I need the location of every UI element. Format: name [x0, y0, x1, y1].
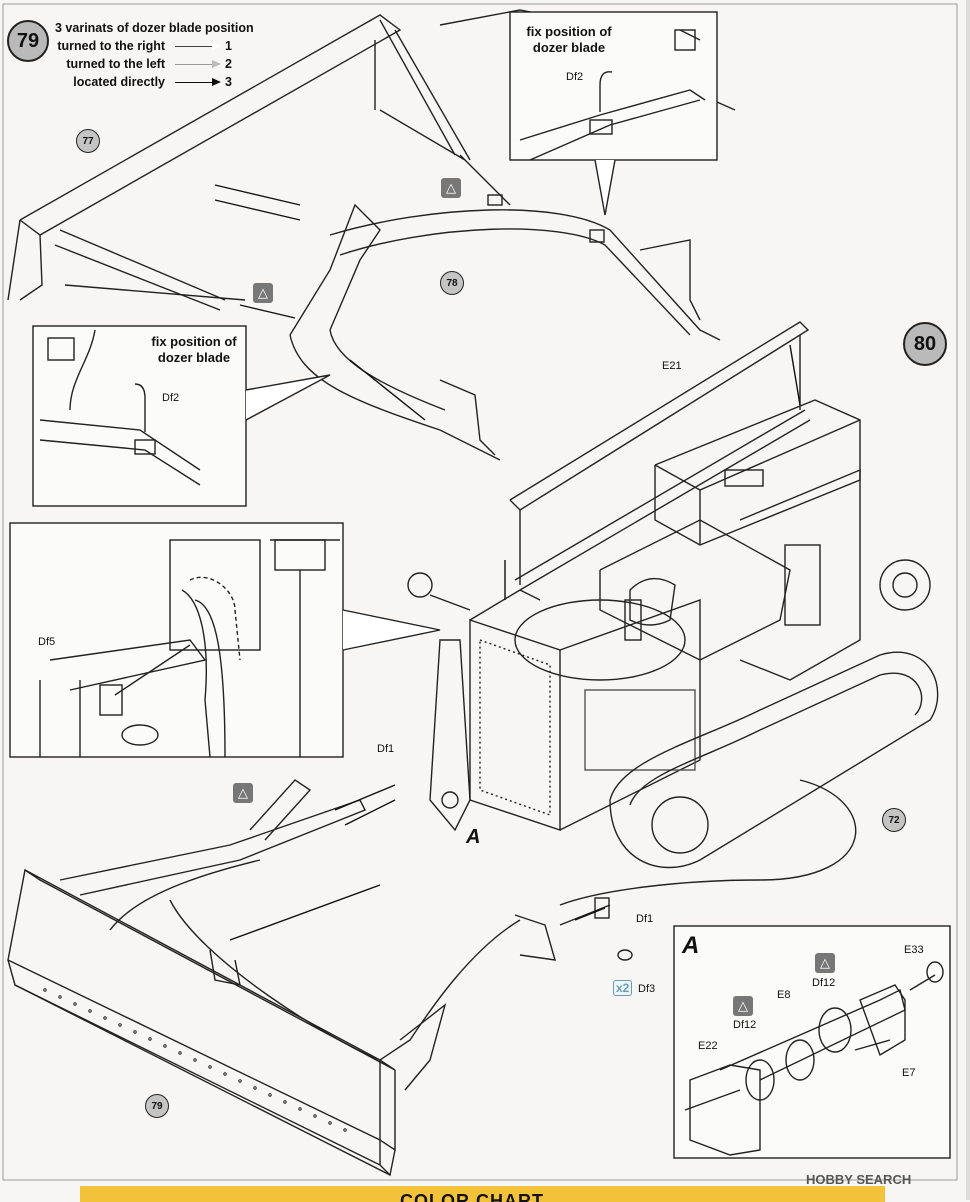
variant-3-label: located directly [73, 75, 165, 89]
inset-a [673, 925, 951, 1159]
inset-df5 [9, 522, 441, 758]
blade-holes [43, 988, 347, 1132]
part-label-e8: E8 [777, 989, 791, 1001]
leader-line-72 [559, 779, 857, 906]
inset-fix-left [32, 325, 331, 507]
assembly-arrows-80 [229, 344, 801, 941]
variant-1: turned to the right 1 [55, 37, 235, 55]
part-label-df2-top: Df2 [566, 71, 584, 83]
push-arms [59, 779, 633, 1091]
e21-rail [509, 321, 811, 591]
assembly-arrows-79 [214, 184, 426, 421]
track-assembly [609, 559, 939, 869]
part-label-df12-b: Df12 [733, 1019, 757, 1031]
arrow-left-icon [175, 59, 221, 68]
arrow-direct-icon [175, 77, 221, 86]
variant-2: turned to the left 2 [55, 55, 235, 73]
glue-icon: △ [733, 996, 753, 1016]
frame-78 [289, 154, 721, 461]
callout-78: 78 [440, 271, 464, 295]
step-number-80: 80 [903, 322, 947, 366]
part-label-df3: Df3 [638, 983, 656, 995]
lift-arm [407, 572, 471, 832]
callout-79: 79 [145, 1094, 169, 1118]
watermark: HOBBY SEARCH [806, 1172, 912, 1187]
variant-2-num: 2 [225, 57, 232, 71]
tractor-body [469, 399, 861, 831]
glue-icon: △ [815, 953, 835, 973]
glue-icon: △ [233, 783, 253, 803]
inset-fix-top [509, 11, 718, 216]
callout-72: 72 [882, 808, 906, 832]
part-label-e7: E7 [902, 1067, 916, 1079]
blade-variants-legend: 3 varinats of dozer blade position turne… [55, 19, 254, 91]
arrow-right-icon [175, 41, 221, 50]
part-label-e21: E21 [662, 360, 682, 372]
part-label-df1-top: Df1 [377, 743, 395, 755]
part-label-e33: E33 [904, 944, 924, 956]
page-edge [966, 0, 970, 1200]
detail-label-a: A [466, 826, 481, 848]
part-label-df2-left: Df2 [162, 392, 180, 404]
part-label-df5: Df5 [38, 636, 56, 648]
glue-icon: △ [253, 283, 273, 303]
fix-position-note-top: fix position of dozer blade [526, 24, 612, 55]
inset-title-a: A [682, 932, 700, 959]
quantity-x2-badge: x2 [613, 980, 633, 996]
part-label-df12-a: Df12 [812, 977, 836, 989]
color-chart-title: COLOR CHART [400, 1191, 544, 1202]
step-number-79: 79 [7, 20, 49, 62]
variant-3-num: 3 [225, 75, 232, 89]
color-chart-bar: COLOR CHART [80, 1186, 885, 1202]
dozer-blade-79 [7, 868, 396, 1177]
callout-77: 77 [76, 129, 100, 153]
glue-icon: △ [441, 178, 461, 198]
variant-3: located directly 3 [55, 73, 235, 91]
part-label-df1-right: Df1 [636, 913, 654, 925]
variant-1-label: turned to the right [57, 39, 165, 53]
variants-title: 3 varinats of dozer blade position [55, 21, 254, 35]
variant-1-num: 1 [225, 39, 232, 53]
fix-position-note-left: fix position of dozer blade [151, 334, 237, 365]
part-label-e22: E22 [698, 1040, 718, 1052]
variant-2-label: turned to the left [66, 57, 165, 71]
page-border [2, 3, 958, 1181]
